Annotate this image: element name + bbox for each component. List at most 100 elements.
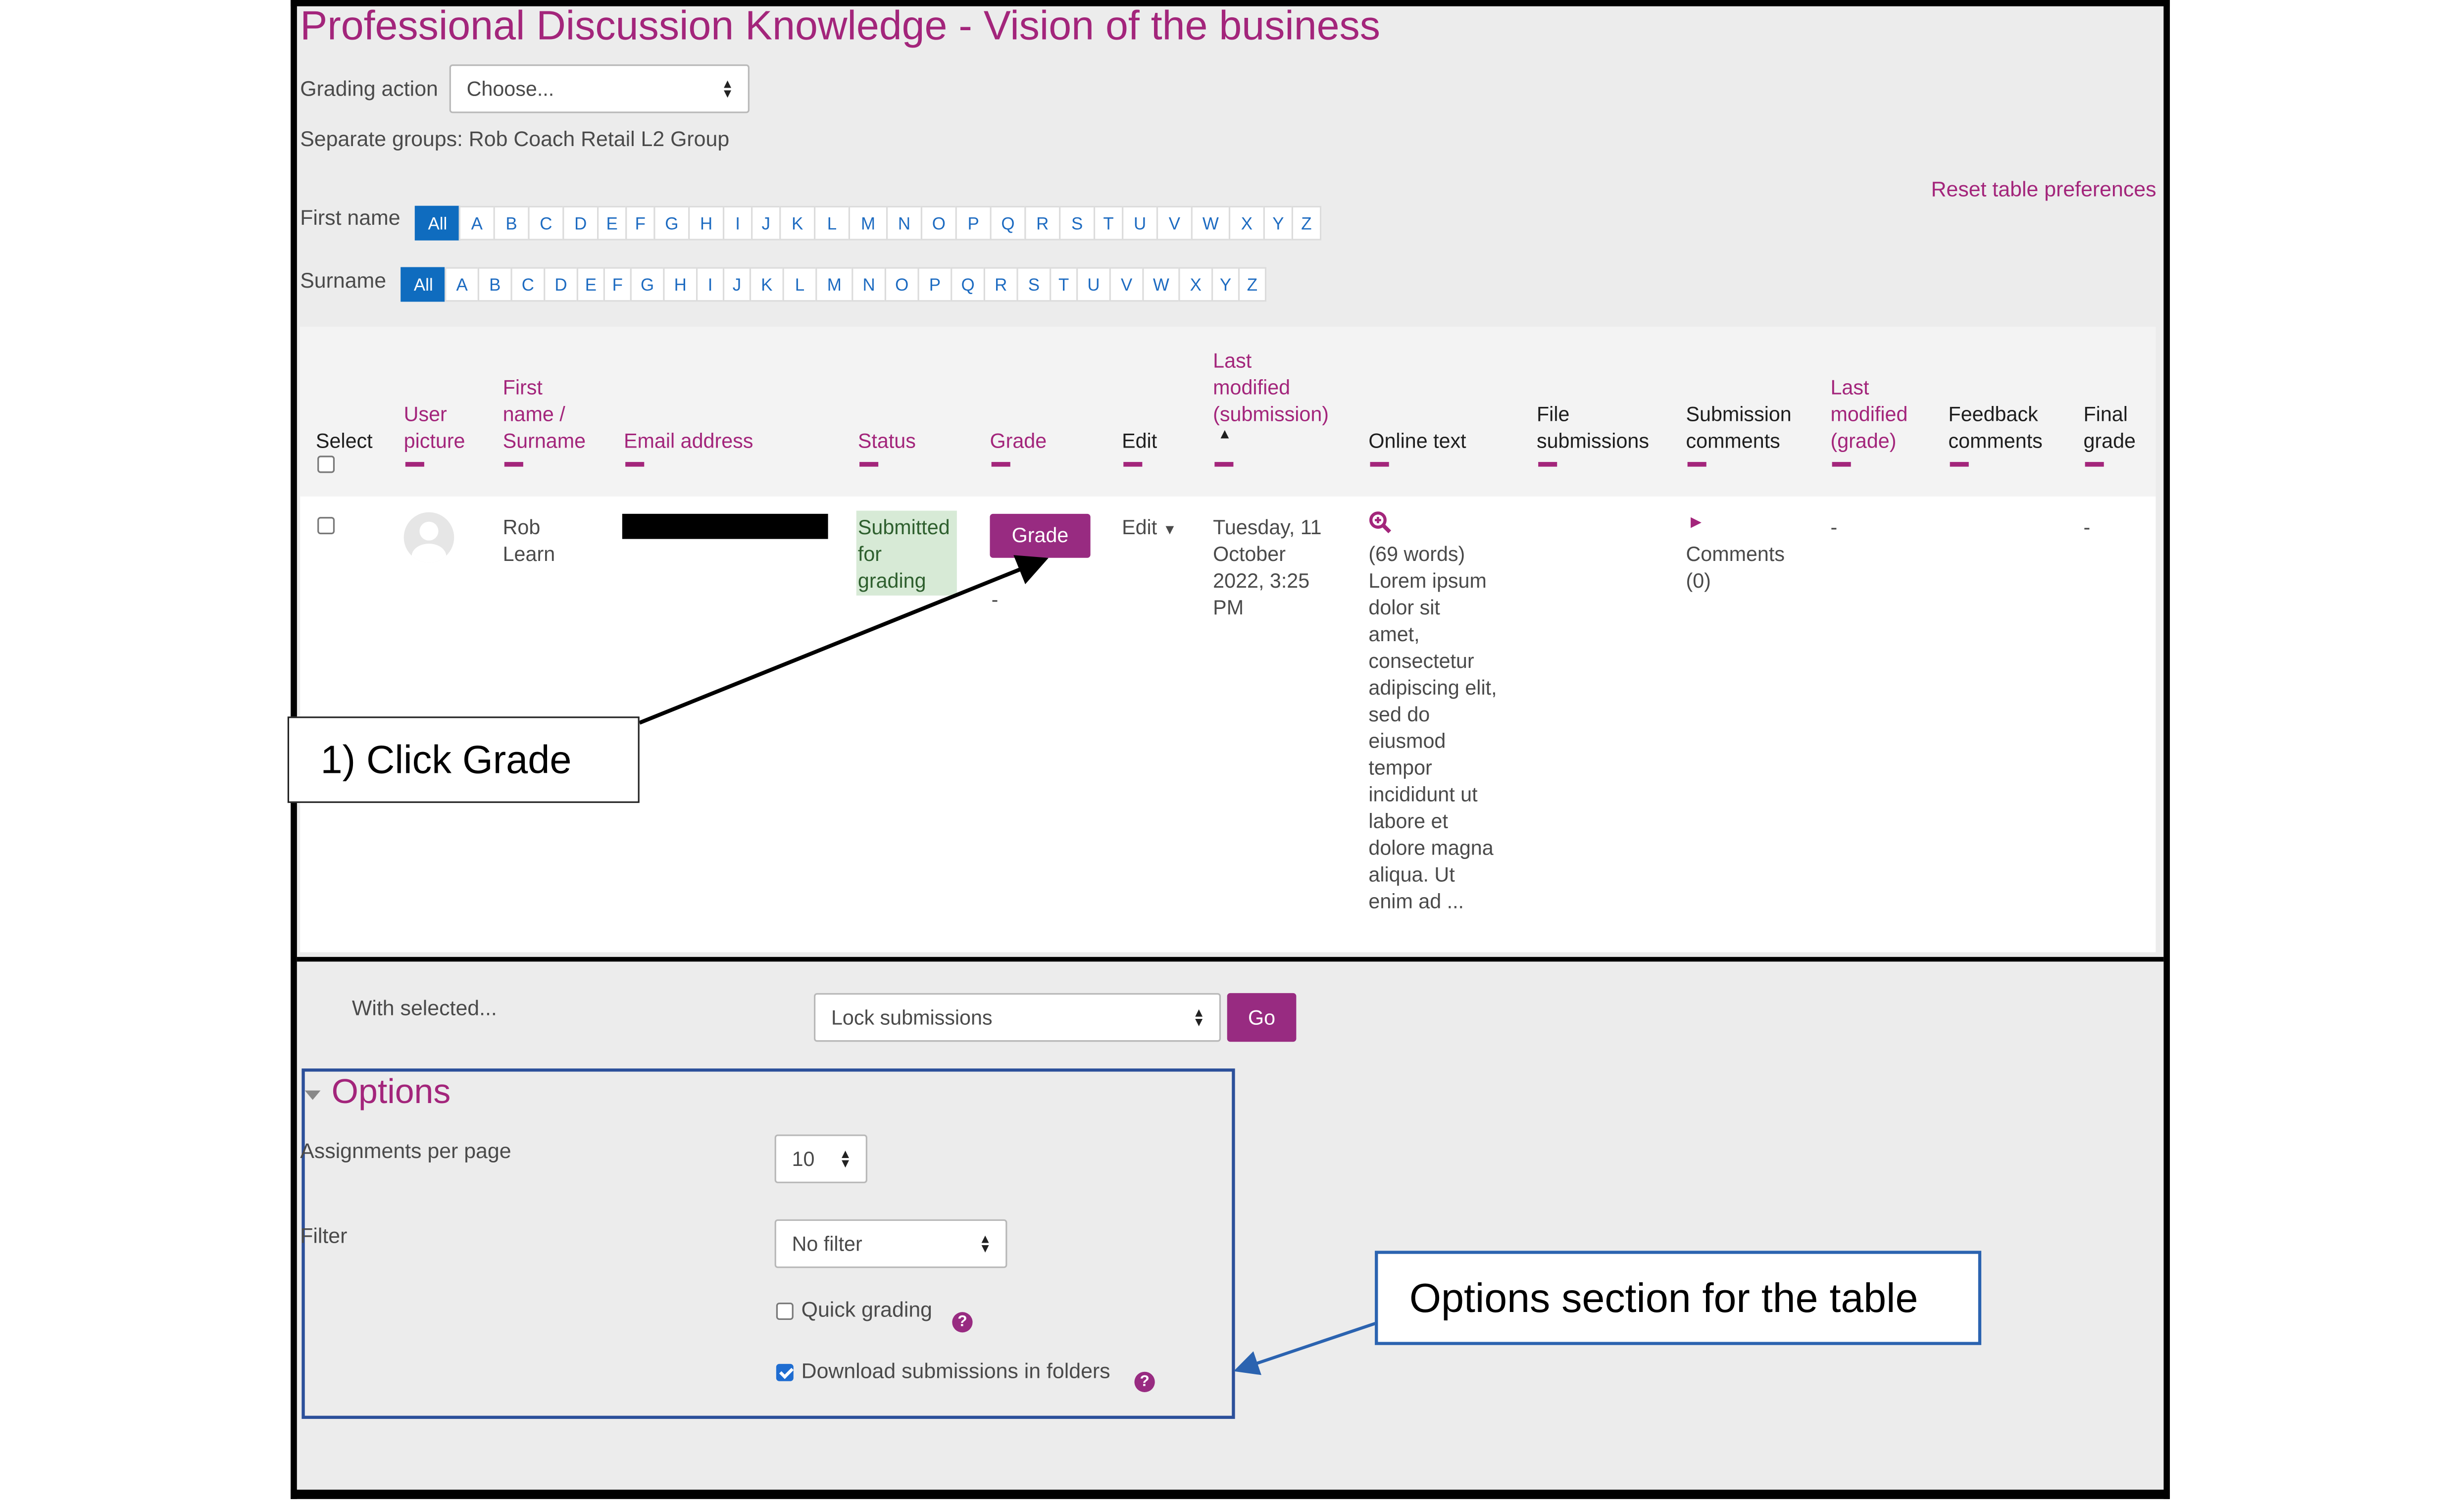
quick-grading-checkbox[interactable] — [776, 1303, 794, 1320]
surname-initial-y[interactable]: Y — [1211, 267, 1240, 302]
first-name-initial-p[interactable]: P — [955, 205, 992, 241]
surname-initial-u[interactable]: U — [1076, 267, 1111, 302]
grading-action-select[interactable]: Choose... ▲▼ — [449, 64, 750, 113]
sort-ascending-icon: ▲ — [1217, 426, 1232, 442]
header-last-modified-submission[interactable]: Last modified (submission) — [1213, 349, 1329, 426]
header-user-picture[interactable]: User picture — [403, 402, 465, 453]
collapse-submission-comments-icon[interactable] — [1687, 462, 1706, 467]
first-name-initial-v[interactable]: V — [1156, 205, 1193, 241]
quick-grading-label: Quick grading — [801, 1298, 933, 1322]
first-name-initial-a[interactable]: A — [458, 205, 495, 241]
header-status[interactable]: Status — [857, 429, 916, 453]
collapse-edit-icon[interactable] — [1123, 462, 1143, 467]
first-name-initial-r[interactable]: R — [1024, 205, 1061, 241]
header-last-modified-grade[interactable]: Last modified (grade) — [1830, 375, 1908, 453]
collapse-status-icon[interactable] — [859, 462, 879, 467]
select-all-checkbox[interactable] — [317, 455, 335, 473]
first-name-initial-c[interactable]: C — [528, 205, 564, 241]
reset-table-preferences-link[interactable]: Reset table preferences — [1931, 177, 2156, 202]
bulk-action-value: Lock submissions — [831, 1006, 993, 1029]
edit-menu-label: Edit — [1122, 515, 1157, 539]
collapse-email-icon[interactable] — [625, 462, 645, 467]
collapse-last-modified-icon[interactable] — [1214, 462, 1234, 467]
collapse-user-picture-icon[interactable] — [405, 462, 424, 467]
header-grade[interactable]: Grade — [990, 429, 1047, 453]
first-name-initial-m[interactable]: M — [848, 205, 888, 241]
first-name-initial-w[interactable]: W — [1191, 205, 1231, 241]
select-arrows-icon: ▲▼ — [721, 77, 734, 101]
first-name-initial-l[interactable]: L — [814, 205, 851, 241]
per-page-value: 10 — [792, 1147, 815, 1171]
header-submission-comments: Submission comments — [1686, 402, 1792, 453]
header-online-text: Online text — [1368, 429, 1466, 453]
first-name-initial-o[interactable]: O — [920, 205, 957, 241]
surname-initial-h[interactable]: H — [663, 267, 698, 302]
last-modified-grade-value: - — [1830, 515, 1838, 539]
go-button[interactable]: Go — [1227, 993, 1297, 1042]
edit-menu[interactable]: Edit ▼ — [1122, 514, 1177, 544]
first-name-initial-z[interactable]: Z — [1291, 205, 1322, 241]
callout-click-grade: 1) Click Grade — [287, 716, 640, 803]
zoom-in-icon[interactable] — [1368, 510, 1392, 534]
comments-link[interactable]: Comments (0) — [1686, 542, 1785, 593]
expand-comments-icon[interactable]: ▶ — [1691, 513, 1702, 530]
surname-initial-v[interactable]: V — [1109, 267, 1144, 302]
filter-select[interactable]: No filter ▲▼ — [774, 1219, 1007, 1268]
select-arrows-icon: ▲▼ — [839, 1147, 852, 1171]
per-page-label: Assignments per page — [300, 1139, 511, 1163]
surname-initial-x[interactable]: X — [1178, 267, 1213, 302]
online-text-value: (69 words) Lorem ipsum dolor sit amet, c… — [1368, 542, 1497, 913]
per-page-select[interactable]: 10 ▲▼ — [774, 1134, 867, 1183]
surname-initial-i[interactable]: I — [696, 267, 725, 302]
first-name-initial-j[interactable]: J — [751, 205, 781, 241]
avatar — [403, 512, 454, 563]
surname-initial-all[interactable]: All — [401, 267, 447, 302]
last-modified-value: Tuesday, 11 October 2022, 3:25 PM — [1213, 515, 1322, 619]
header-name[interactable]: First name / Surname — [502, 375, 586, 453]
collapse-last-modified-grade-icon[interactable] — [1832, 462, 1851, 467]
header-email[interactable]: Email address — [623, 429, 753, 453]
collapse-feedback-comments-icon[interactable] — [1950, 462, 1969, 467]
first-name-initial-u[interactable]: U — [1122, 205, 1158, 241]
student-name-link[interactable]: Rob Learn — [502, 515, 555, 566]
surname-initial-o[interactable]: O — [884, 267, 919, 302]
surname-initial-n[interactable]: N — [852, 267, 887, 302]
surname-initial-k[interactable]: K — [749, 267, 784, 302]
bulk-action-select[interactable]: Lock submissions ▲▼ — [814, 993, 1221, 1042]
download-folders-checkbox[interactable] — [776, 1363, 794, 1381]
caret-down-icon: ▼ — [1162, 521, 1177, 538]
surname-initial-z[interactable]: Z — [1238, 267, 1267, 302]
surname-filter-label: Surname — [300, 268, 387, 293]
surname-initial-e[interactable]: E — [576, 267, 605, 302]
header-feedback-comments: Feedback comments — [1948, 402, 2043, 453]
first-name-initial-s[interactable]: S — [1059, 205, 1096, 241]
help-icon[interactable]: ? — [952, 1312, 973, 1333]
collapse-file-submissions-icon[interactable] — [1538, 462, 1557, 467]
select-arrows-icon: ▲▼ — [1193, 1006, 1205, 1029]
first-name-initial-f[interactable]: F — [625, 205, 655, 241]
surname-initial-r[interactable]: R — [983, 267, 1018, 302]
first-name-initial-x[interactable]: X — [1228, 205, 1265, 241]
collapse-final-grade-icon[interactable] — [2085, 462, 2104, 467]
options-highlight-box — [301, 1068, 1235, 1419]
help-icon[interactable]: ? — [1134, 1371, 1155, 1392]
first-name-initial-b[interactable]: B — [493, 205, 530, 241]
select-arrows-icon: ▲▼ — [979, 1232, 992, 1256]
options-heading[interactable]: Options — [331, 1071, 451, 1111]
first-name-initial-q[interactable]: Q — [990, 205, 1026, 241]
collapse-grade-icon[interactable] — [991, 462, 1010, 467]
callout-options-section: Options section for the table — [1375, 1251, 1982, 1345]
collapse-triangle-icon[interactable] — [304, 1090, 321, 1100]
first-name-initial-n[interactable]: N — [886, 205, 923, 241]
first-name-initial-e[interactable]: E — [597, 205, 627, 241]
grade-button[interactable]: Grade — [990, 513, 1091, 558]
collapse-online-text-icon[interactable] — [1370, 462, 1389, 467]
grade-value: - — [991, 588, 999, 611]
surname-initial-s[interactable]: S — [1016, 267, 1052, 302]
status-badge — [856, 510, 957, 596]
first-name-initial-all[interactable]: All — [414, 205, 460, 241]
first-name-initial-t[interactable]: T — [1093, 205, 1124, 241]
row-select-checkbox[interactable] — [317, 517, 335, 535]
collapse-name-icon[interactable] — [504, 462, 523, 467]
